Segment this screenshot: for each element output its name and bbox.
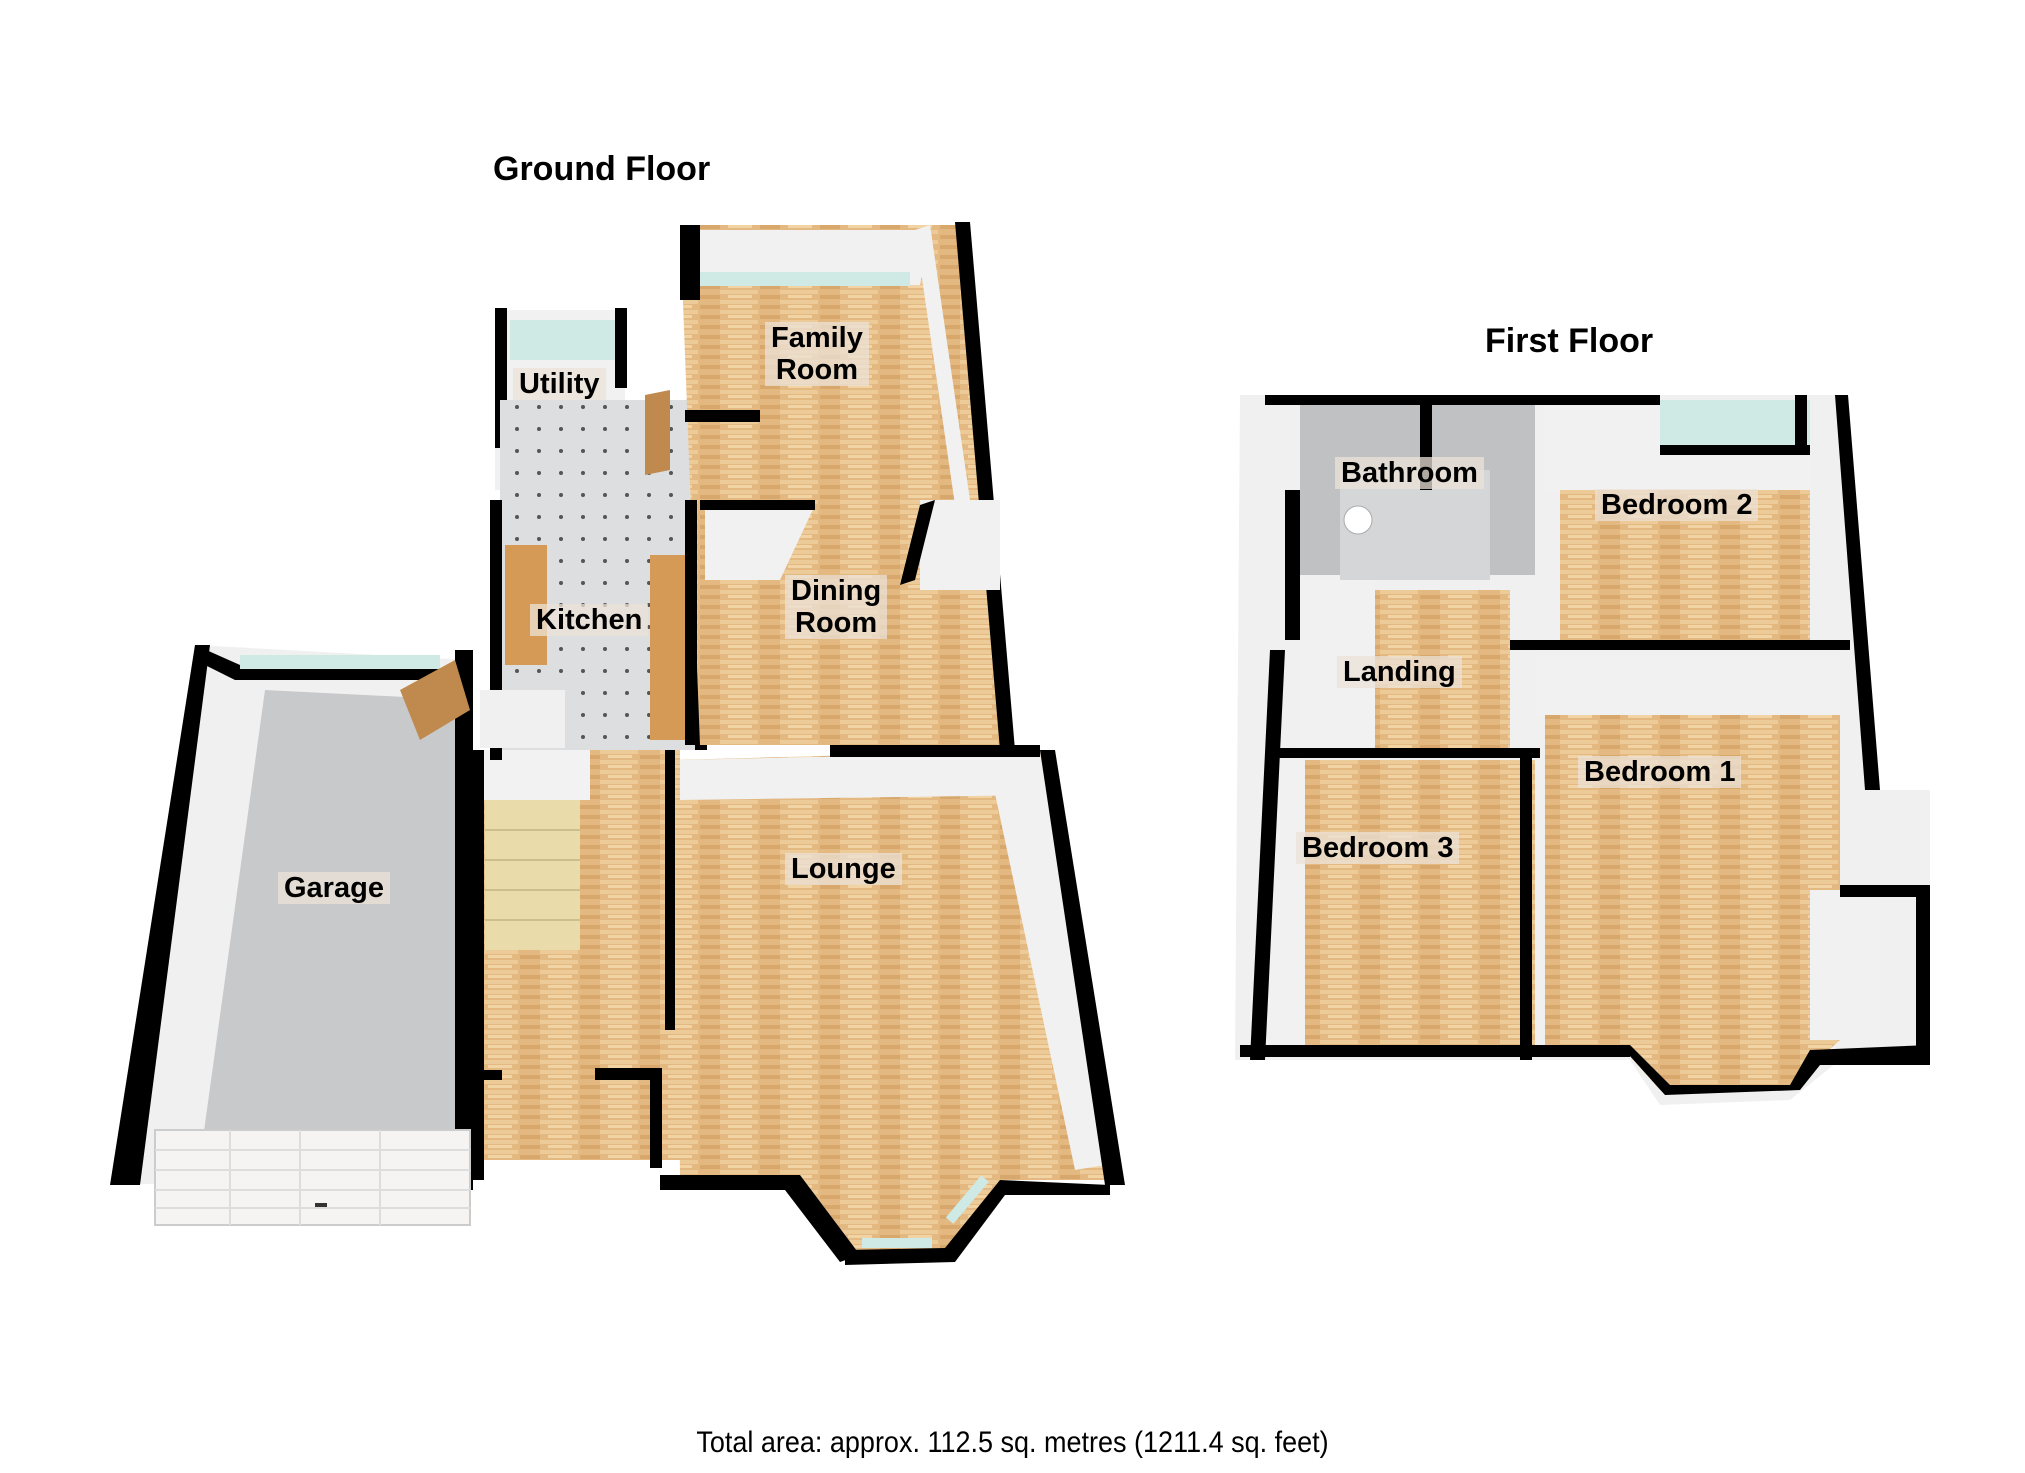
first-floor-plan xyxy=(1235,395,1930,1105)
room-label-line: Dining xyxy=(791,575,882,607)
room-label-landing: Landing xyxy=(1337,656,1462,688)
room-label-line: Lounge xyxy=(791,853,896,885)
room-label-garage: Garage xyxy=(278,872,390,904)
room-label-lounge: Lounge xyxy=(785,853,902,885)
lounge-room xyxy=(660,745,1125,1265)
room-label-dining-room: Dining Room xyxy=(785,575,888,639)
total-area-caption: Total area: approx. 112.5 sq. metres (12… xyxy=(696,1426,1329,1459)
room-label-line: Bedroom 3 xyxy=(1302,832,1454,864)
room-label-bedroom-1: Bedroom 1 xyxy=(1578,756,1742,788)
room-label-line: Room xyxy=(775,354,859,386)
ground-floor-plan xyxy=(110,222,1125,1265)
garage-room xyxy=(110,645,473,1226)
room-label-line: Bathroom xyxy=(1341,457,1478,489)
room-label-kitchen: Kitchen xyxy=(530,604,649,636)
room-label-bedroom-3: Bedroom 3 xyxy=(1296,832,1460,864)
kitchen-room xyxy=(480,390,707,760)
ground-floor-title: Ground Floor xyxy=(493,150,711,188)
bedroom-1-room xyxy=(1240,655,1930,1095)
room-label-line: Landing xyxy=(1343,656,1456,688)
room-label-line: Utility xyxy=(519,368,600,400)
room-label-line: Bedroom 2 xyxy=(1601,489,1753,521)
back-door xyxy=(645,390,670,475)
room-label-family-room: Family Room xyxy=(765,322,869,386)
room-label-utility: Utility xyxy=(513,368,606,400)
room-label-line: Family xyxy=(771,322,863,354)
room-label-bedroom-2: Bedroom 2 xyxy=(1595,489,1759,521)
room-label-line: Garage xyxy=(284,872,384,904)
bedroom-3-room xyxy=(1250,650,1540,1060)
family-dining-rooms xyxy=(680,222,1015,750)
room-label-line: Bedroom 1 xyxy=(1584,756,1736,788)
first-floor-title: First Floor xyxy=(1485,322,1654,360)
hall-area xyxy=(472,750,680,1180)
garage-side-door xyxy=(400,660,470,740)
garage-door xyxy=(154,1129,471,1226)
room-label-bathroom: Bathroom xyxy=(1335,457,1484,489)
room-label-line: Kitchen xyxy=(536,604,643,636)
bedroom-2-room xyxy=(1510,395,1880,790)
room-label-line: Room xyxy=(795,607,878,639)
stairs xyxy=(485,800,580,950)
